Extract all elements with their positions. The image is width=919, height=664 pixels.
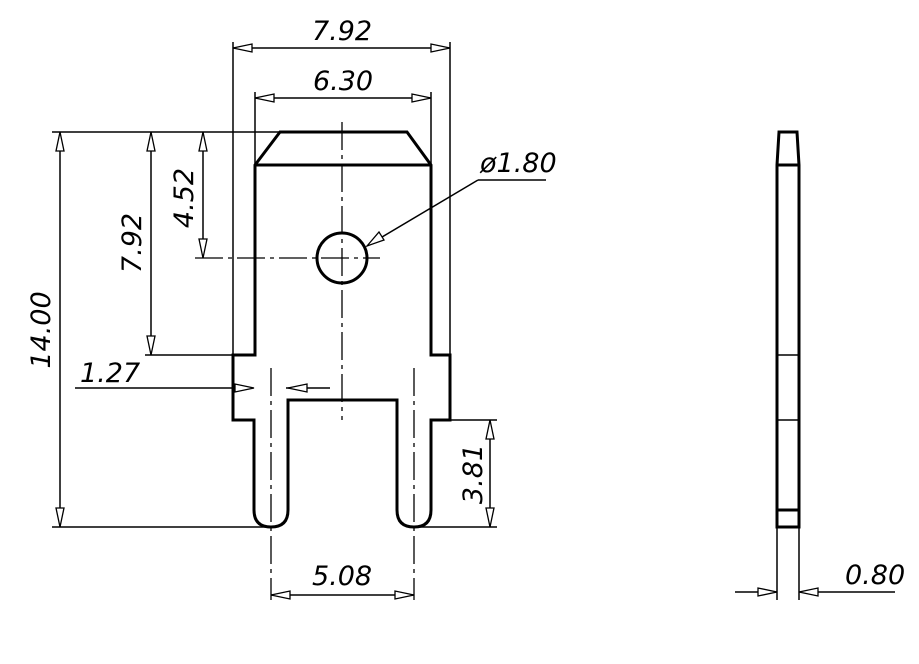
front-view	[195, 122, 452, 600]
dim-pin-spacing-label: 5.08	[312, 561, 372, 592]
dim-pin-length: 3.81	[414, 419, 497, 528]
front-view-outline	[231, 130, 452, 529]
dim-pin-spacing: 5.08	[270, 561, 415, 600]
dim-width-top: 6.30	[254, 66, 432, 165]
dim-hole-diameter-label: ø1.80	[479, 148, 557, 179]
dim-thickness-label: 0.80	[845, 560, 905, 591]
side-view	[775, 130, 801, 529]
dim-hole-from-top: 4.52	[169, 131, 208, 259]
dim-height-overall: 14.00	[26, 131, 280, 528]
dim-tab-offset-label: 1.27	[80, 358, 140, 389]
dim-thickness: 0.80	[735, 527, 905, 600]
dim-width-overall: 7.92	[232, 16, 451, 355]
dim-hole-diameter: ø1.80	[364, 148, 557, 248]
dim-height-body: 7.92	[117, 131, 233, 356]
dim-width-top-label: 6.30	[313, 66, 373, 97]
dim-pin-length-label: 3.81	[458, 444, 489, 504]
dim-height-overall-label: 14.00	[26, 291, 57, 368]
side-view-outline	[775, 130, 801, 529]
dim-tab-offset: 1.27	[75, 358, 330, 393]
dim-hole-from-top-label: 4.52	[169, 168, 200, 228]
dim-width-overall-label: 7.92	[312, 16, 372, 47]
dim-height-body-label: 7.92	[117, 213, 148, 273]
